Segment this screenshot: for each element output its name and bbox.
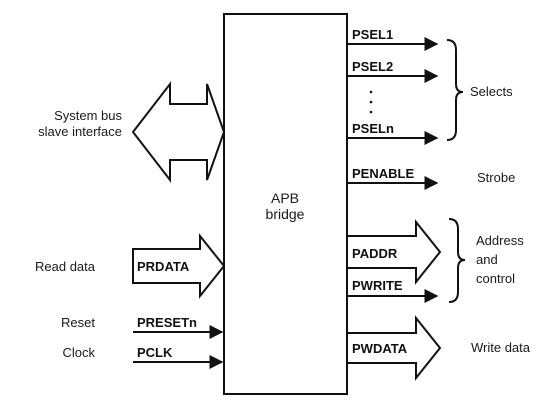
pclk-label: PCLK bbox=[137, 345, 173, 360]
system-bus-label-line1: System bus bbox=[54, 108, 122, 123]
prdata-label: PRDATA bbox=[137, 259, 190, 274]
presetn-label: PRESETn bbox=[137, 315, 197, 330]
pwdata-arrow bbox=[346, 315, 442, 381]
bridge-label-line1: APB bbox=[271, 190, 299, 206]
address-control-brace bbox=[448, 218, 466, 303]
psel1-label: PSEL1 bbox=[352, 27, 393, 42]
pwdata-label: PWDATA bbox=[352, 341, 408, 356]
paddr-label: PADDR bbox=[352, 246, 398, 261]
psel2-label: PSEL2 bbox=[352, 59, 393, 74]
selects-label: Selects bbox=[470, 84, 513, 99]
selects-brace bbox=[446, 39, 464, 141]
psel-ellipsis-dot bbox=[369, 90, 373, 94]
reset-label: Reset bbox=[61, 315, 95, 330]
prdata-arrow bbox=[132, 233, 226, 299]
psel-ellipsis-dot bbox=[369, 110, 373, 114]
psel-ellipsis-dot bbox=[369, 100, 373, 104]
bridge-label-line2: bridge bbox=[266, 206, 305, 222]
clock-label: Clock bbox=[62, 345, 95, 360]
address-control-label-line2: and bbox=[476, 252, 498, 267]
penable-label: PENABLE bbox=[352, 166, 414, 181]
system-bus-double-arrow bbox=[131, 81, 226, 183]
paddr-arrow bbox=[346, 219, 442, 285]
pwrite-label: PWRITE bbox=[352, 278, 403, 293]
write-data-label: Write data bbox=[471, 340, 531, 355]
strobe-label: Strobe bbox=[477, 170, 515, 185]
address-control-label-line3: control bbox=[476, 271, 515, 286]
address-control-label-line1: Address bbox=[476, 233, 524, 248]
apb-bridge-box bbox=[223, 13, 348, 395]
pseln-label: PSELn bbox=[352, 121, 394, 136]
system-bus-label-line2: slave interface bbox=[38, 124, 122, 139]
read-data-label: Read data bbox=[35, 259, 96, 274]
